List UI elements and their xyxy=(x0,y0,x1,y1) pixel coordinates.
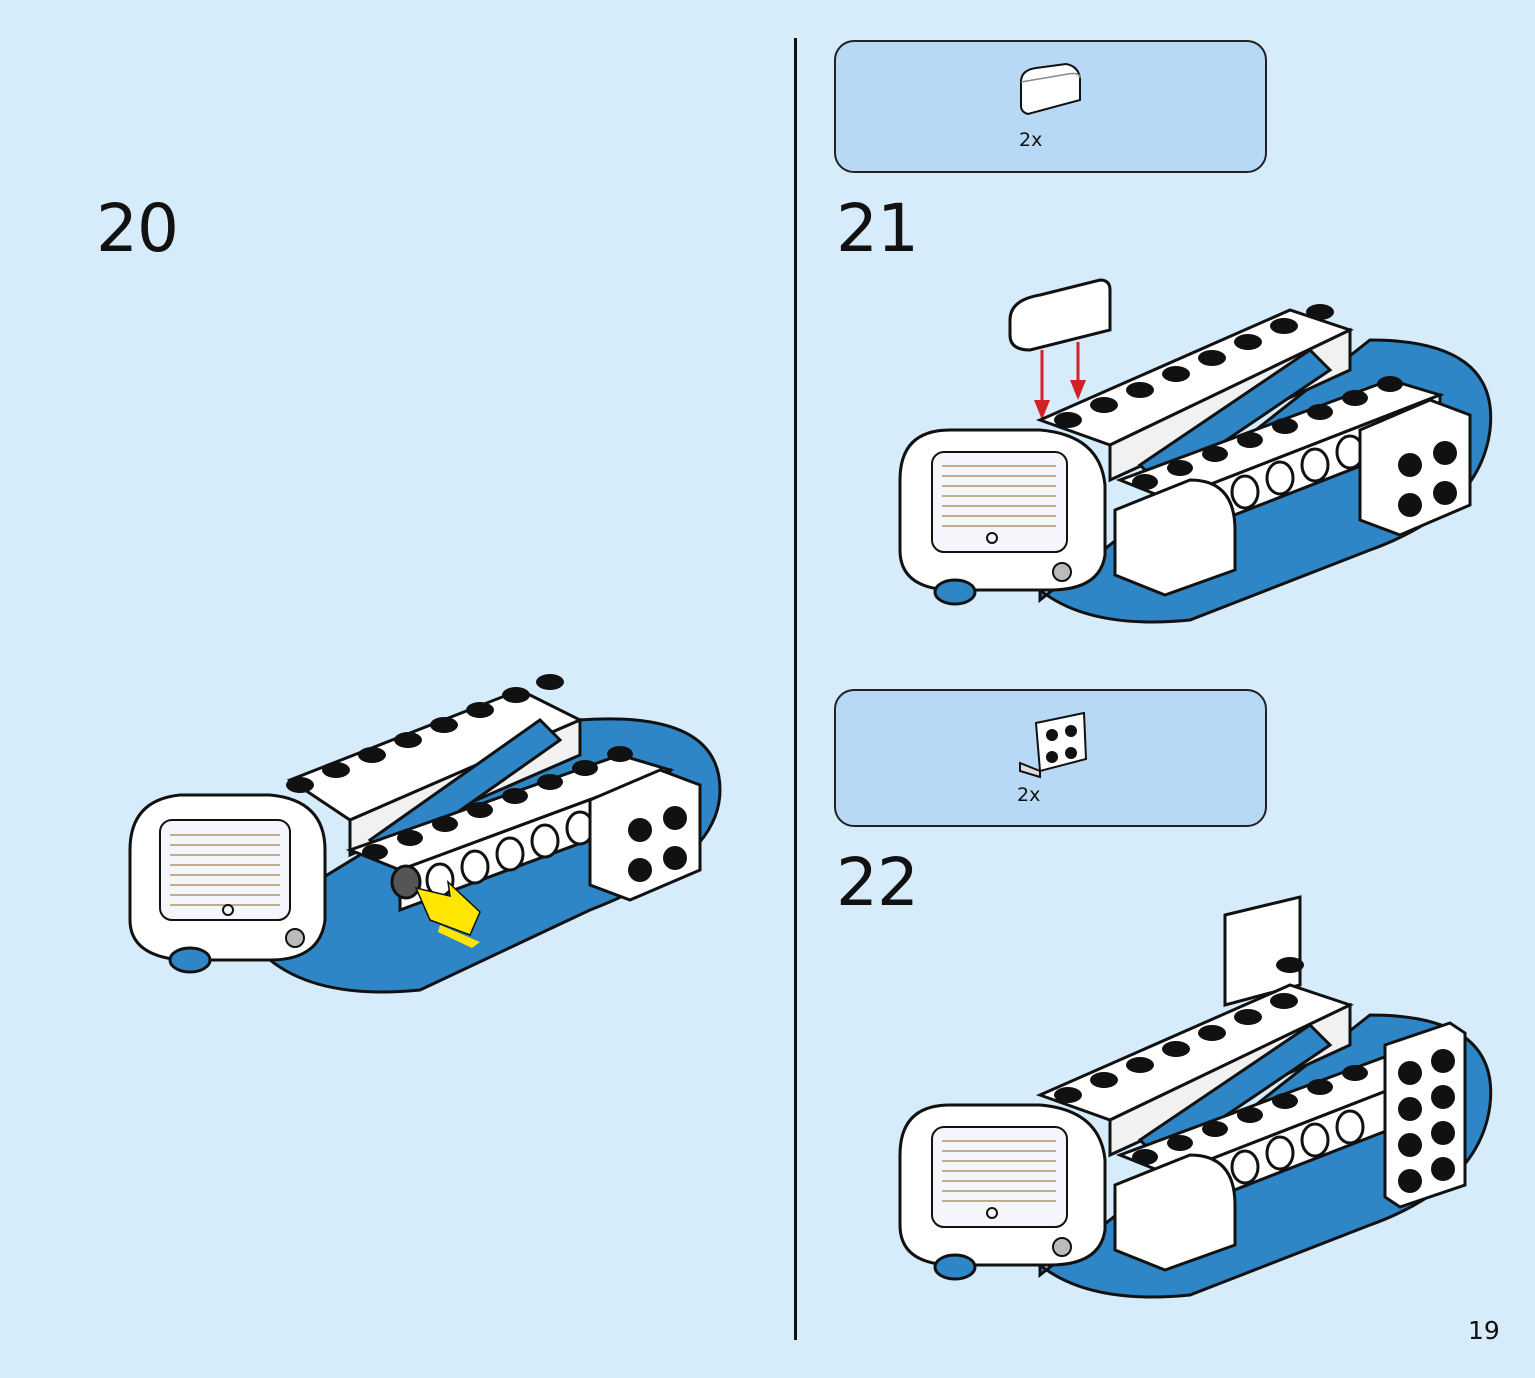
step-22-model-illustration xyxy=(898,895,1493,1299)
step-21-parts-box: 2x xyxy=(834,40,1267,173)
step-21-model-illustration xyxy=(898,278,1493,624)
column-divider xyxy=(794,38,797,1340)
step-21-number: 21 xyxy=(836,190,919,267)
page-number: 19 xyxy=(1468,1316,1500,1345)
step-21-quantity: 2x xyxy=(1019,129,1043,151)
step-20-number: 20 xyxy=(96,190,179,267)
step-22-quantity: 2x xyxy=(1017,784,1041,806)
step-20-model-illustration xyxy=(128,674,722,994)
step-22-number: 22 xyxy=(836,844,919,921)
step-22-parts-box: 2x xyxy=(834,689,1267,827)
bracket-plate-icon xyxy=(1019,711,1088,779)
curved-slope-brick-icon xyxy=(1020,62,1081,116)
